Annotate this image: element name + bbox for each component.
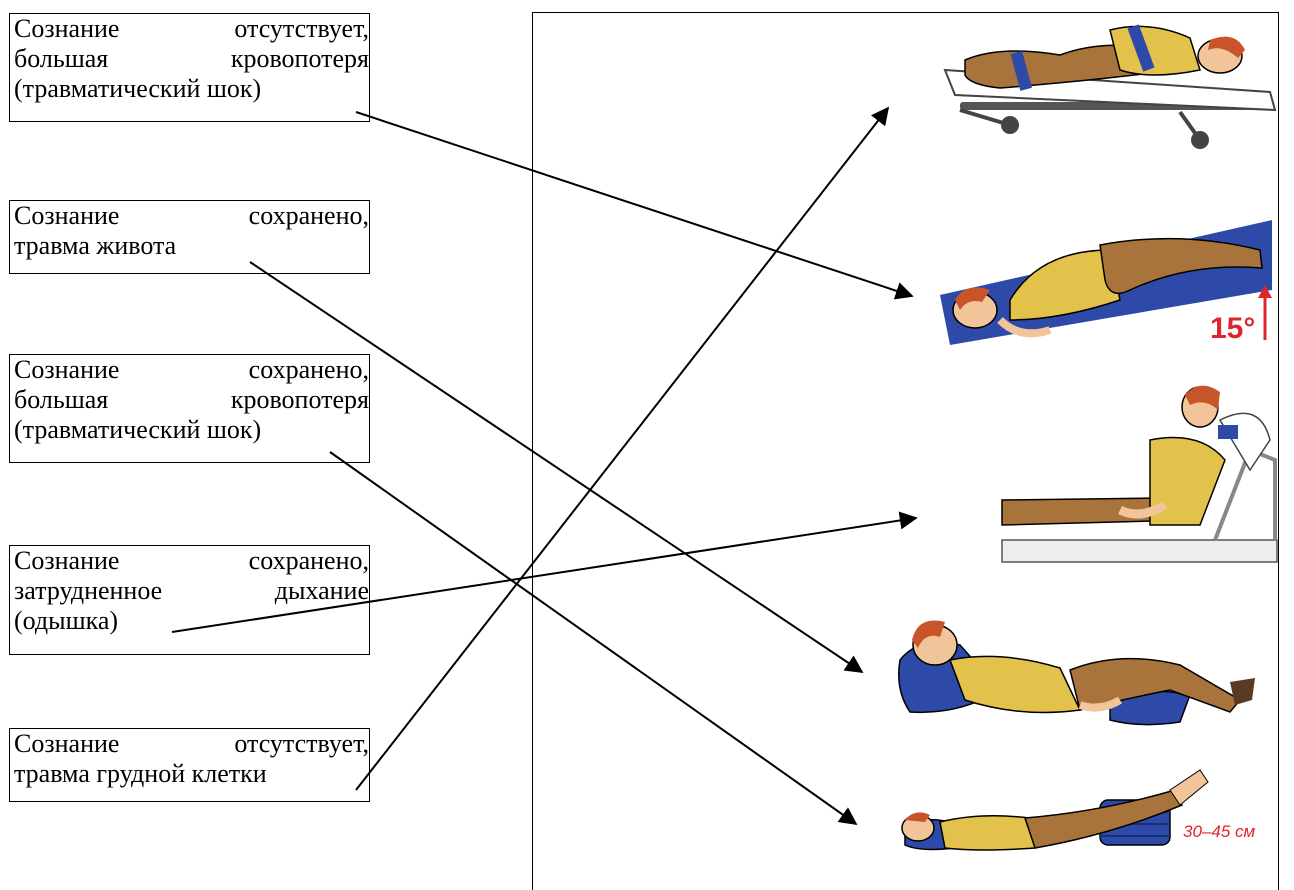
condition-5-line-2: травма грудной клетки: [14, 759, 267, 788]
condition-3-line-1: Сознание сохранено,: [14, 355, 369, 384]
condition-1-line-1: Сознание отсутствует,: [14, 14, 369, 43]
patient-side-tilted-board-icon: 15°: [940, 220, 1272, 345]
condition-4-line-1: Сознание сохранено,: [14, 546, 369, 575]
arrow-4: [171, 511, 918, 633]
arrow-1: [355, 111, 914, 300]
arrow-5: [355, 106, 890, 791]
condition-4-line-3: (одышка): [14, 606, 119, 635]
patient-semi-sitting-stretcher-icon: [1001, 385, 1278, 563]
condition-2-line-1: Сознание сохранено,: [14, 201, 369, 230]
condition-box-5: Сознание отсутствует, травма грудной кле…: [9, 728, 370, 802]
condition-2-line-2: травма живота: [14, 231, 177, 260]
condition-5-line-1: Сознание отсутствует,: [14, 729, 369, 758]
condition-box-4: Сознание сохранено, затрудненное дыхание…: [9, 545, 370, 655]
condition-3-line-2: большая кровопотеря: [14, 385, 369, 414]
condition-box-1: Сознание отсутствует, большая кровопотер…: [9, 13, 370, 122]
patient-prone-stretcher-icon: [943, 24, 1277, 149]
arrow-3: [329, 451, 858, 826]
arrow-2: [249, 261, 864, 674]
height-label: 30–45 см: [1183, 822, 1255, 841]
condition-box-3: Сознание сохранено, большая кровопотеря …: [9, 354, 370, 463]
condition-1-line-2: большая кровопотеря: [14, 44, 369, 73]
condition-1-line-3: (травматический шок): [14, 74, 262, 103]
patient-legs-raised-icon: 30–45 см: [901, 769, 1255, 851]
condition-box-2: Сознание сохранено, травма живота: [9, 200, 370, 274]
condition-3-line-3: (травматический шок): [14, 415, 262, 444]
angle-label: 15°: [1210, 312, 1255, 345]
patient-supine-knees-bent-icon: [898, 620, 1255, 726]
condition-4-line-2: затрудненное дыхание: [14, 576, 369, 605]
